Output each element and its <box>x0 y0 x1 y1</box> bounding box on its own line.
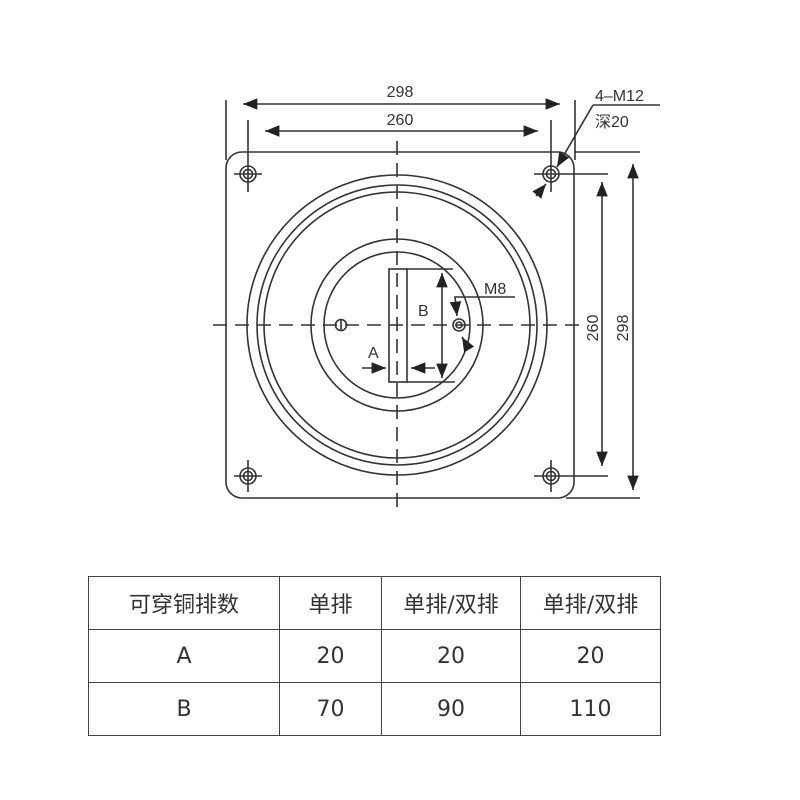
table-row: B 70 90 110 <box>88 682 661 736</box>
m12-leader <box>556 104 594 168</box>
header-cell: 单排/双排 <box>381 576 521 630</box>
label-a: A <box>368 345 379 362</box>
dim-text-298-top: 298 <box>387 84 414 101</box>
table-cell: 20 <box>520 629 661 683</box>
row-label: B <box>88 682 280 736</box>
dim-text-260-right: 260 <box>585 315 602 342</box>
dim-text-298-right: 298 <box>615 315 632 342</box>
header-cell: 单排 <box>279 576 382 630</box>
table-cell: 20 <box>279 629 382 683</box>
mount-hole-top-right <box>534 120 608 192</box>
terminal-hole-left <box>334 318 348 332</box>
callout-depth-20: 深20 <box>595 113 629 131</box>
m8-leader <box>449 296 515 317</box>
table-cell: 70 <box>279 682 382 736</box>
mount-hole-bottom-left <box>234 460 262 492</box>
callout-4-m12: 4–M12 <box>595 88 644 105</box>
dim-text-260-top: 260 <box>387 112 414 129</box>
mount-hole-bottom-right <box>534 460 608 492</box>
busbar-slot <box>388 268 455 383</box>
flange-drawing: 298 260 260 298 4–M12 深20 M8 B A <box>213 84 660 510</box>
busbar-spec-table: 可穿铜排数 单排 单排/双排 单排/双排 A 20 20 20 B 70 90 … <box>88 576 661 736</box>
table-header-row: 可穿铜排数 单排 单排/双排 单排/双排 <box>88 576 661 630</box>
table-cell: 20 <box>381 629 521 683</box>
callout-m8: M8 <box>484 281 506 298</box>
table-row: A 20 20 20 <box>88 629 661 683</box>
label-b: B <box>418 303 429 320</box>
row-label: A <box>88 629 280 683</box>
table-cell: 110 <box>520 682 661 736</box>
header-cell: 可穿铜排数 <box>88 576 280 630</box>
table-cell: 90 <box>381 682 521 736</box>
terminal-hole-m8 <box>452 318 466 332</box>
header-cell: 单排/双排 <box>520 576 661 630</box>
mount-hole-top-left <box>234 120 262 192</box>
